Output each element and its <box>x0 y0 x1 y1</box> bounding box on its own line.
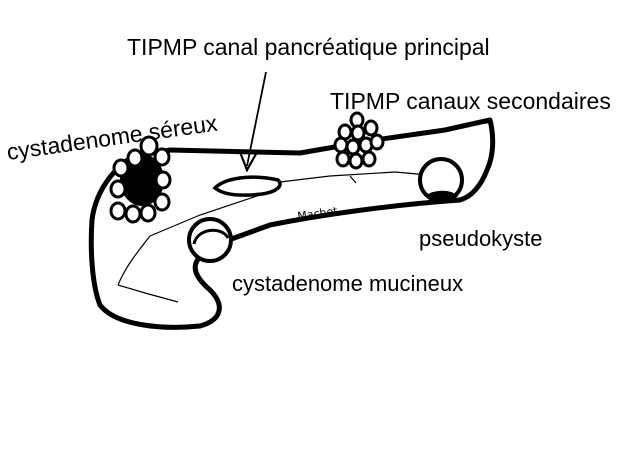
branch-cyst <box>335 150 351 168</box>
duct-branch-1 <box>117 235 151 286</box>
serous-microcyst <box>154 170 172 190</box>
duct-branch-2 <box>117 284 179 303</box>
branch-cyst <box>350 124 366 142</box>
branch-duct-cluster <box>333 111 385 170</box>
serous-core <box>120 154 164 206</box>
signature: Machet <box>297 204 339 223</box>
serous-microcyst <box>124 204 142 224</box>
serous-microcyst <box>153 147 171 167</box>
serous-microcyst <box>109 201 127 221</box>
pointer-arrowhead <box>238 151 257 173</box>
mucinous-septum <box>192 228 230 245</box>
label-pseudocyst: pseudokyste <box>419 226 543 251</box>
label-tipmp-branch-ducts: TIPMP canaux secondaires <box>330 88 611 114</box>
branch-cyst <box>363 119 379 137</box>
label-tipmp-main-duct: TIPMP canal pancréatique principal <box>127 34 490 60</box>
pseudocyst-debris <box>425 190 458 202</box>
main-duct <box>279 171 441 183</box>
branch-cyst <box>345 138 361 156</box>
dilated-main-duct <box>212 175 282 197</box>
serous-microcyst <box>126 148 144 168</box>
serous-cystadenoma <box>109 135 172 224</box>
pointer-line <box>246 71 267 167</box>
branch-cyst <box>333 136 349 154</box>
pancreas-outline <box>88 117 496 330</box>
mucinous-cystadenoma <box>187 217 233 263</box>
pseudocyst <box>418 157 464 203</box>
duct-branch-3 <box>349 175 357 184</box>
mucinous-cyst-wall <box>187 217 233 263</box>
serous-microcyst <box>112 158 130 178</box>
label-serous-cystadenoma: cystadenome séreux <box>5 110 219 165</box>
branch-cyst <box>369 133 385 151</box>
serous-microcyst <box>139 203 157 223</box>
serous-microcyst <box>153 192 171 212</box>
label-mucinous-cystadenoma: cystadenome mucineux <box>232 271 463 296</box>
serous-microcyst <box>139 135 159 157</box>
branch-cyst <box>348 152 364 170</box>
branch-cyst <box>361 150 377 168</box>
main-duct-pointer <box>238 71 267 173</box>
serous-microcyst <box>109 179 127 199</box>
